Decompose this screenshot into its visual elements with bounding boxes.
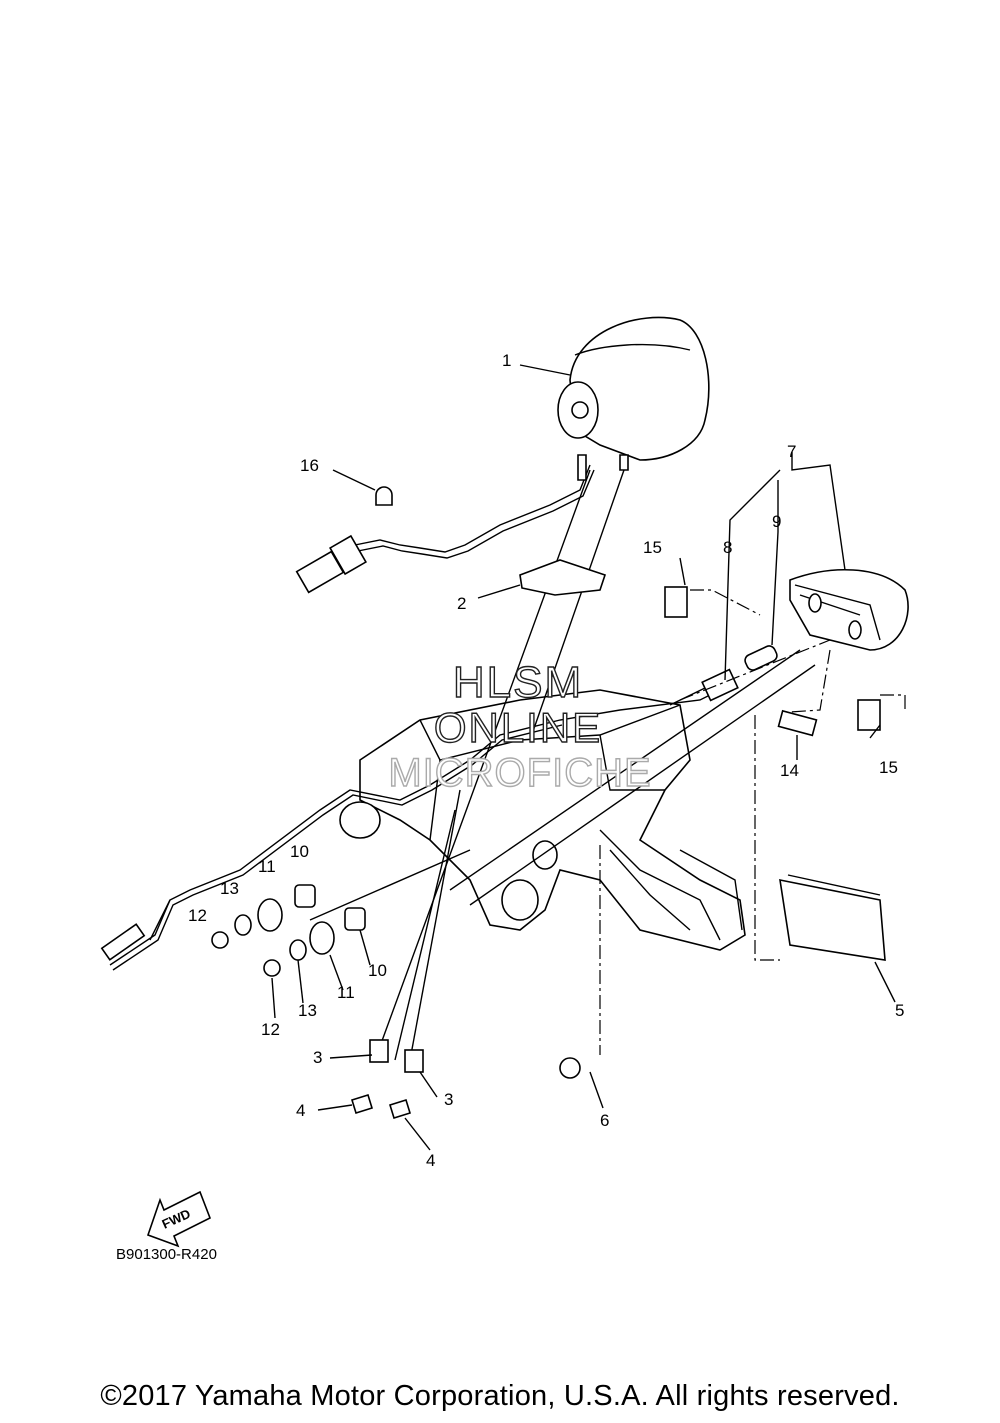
meter-assembly <box>557 316 710 481</box>
nut-4a <box>351 1093 373 1115</box>
tail-light-assembly <box>789 568 909 651</box>
callout-6: 6 <box>600 1111 609 1130</box>
callout-13a: 13 <box>220 879 239 898</box>
watermark: HLSM ONLINE MICROFICHE <box>388 657 652 795</box>
callout-2: 2 <box>457 594 466 613</box>
callout-12b: 12 <box>261 1020 280 1039</box>
callout-11a: 11 <box>258 857 276 876</box>
cushion-14 <box>777 709 818 737</box>
reference-code: B901300-R420 <box>116 1246 217 1263</box>
meter-bracket <box>519 559 607 596</box>
callout-14: 14 <box>780 761 799 780</box>
callout-7: 7 <box>787 442 796 461</box>
wire-clamp <box>375 486 393 506</box>
callout-9: 9 <box>772 512 781 531</box>
fwd-arrow: FWD <box>146 1190 212 1248</box>
callout-10b: 10 <box>368 961 387 980</box>
watermark-line-1: HLSM <box>453 658 583 707</box>
callout-3b: 3 <box>444 1090 453 1109</box>
callout-11b: 11 <box>337 983 355 1002</box>
callout-10a: 10 <box>290 842 309 861</box>
bulb <box>744 645 778 671</box>
harness-connector <box>100 923 146 961</box>
callout-5: 5 <box>895 1001 904 1020</box>
wire-lead <box>149 899 171 941</box>
license-light <box>779 878 886 961</box>
callout-12a: 12 <box>188 906 207 925</box>
callout-16: 16 <box>300 456 319 475</box>
nut-4b <box>389 1098 411 1120</box>
collar-3a <box>369 1039 389 1063</box>
callout-8: 8 <box>723 538 732 557</box>
callout-13b: 13 <box>298 1001 317 1020</box>
watermark-line-2: ONLINE <box>434 704 602 751</box>
callout-15b: 15 <box>879 758 898 777</box>
collar-3b <box>404 1049 424 1073</box>
callout-4b: 4 <box>426 1151 435 1170</box>
watermark-line-3: MICROFICHE <box>388 751 651 795</box>
callout-15a: 15 <box>643 538 662 557</box>
cushion-15b <box>857 699 881 731</box>
callout-3a: 3 <box>313 1048 322 1067</box>
grommet-stack-lower <box>263 907 366 977</box>
nut-6 <box>559 1057 581 1079</box>
cushion-15a <box>664 586 688 618</box>
copyright-notice: ©2017 Yamaha Motor Corporation, U.S.A. A… <box>100 1380 900 1412</box>
callout-1: 1 <box>502 351 511 370</box>
grommet-stack-upper <box>211 884 316 949</box>
callout-4a: 4 <box>296 1101 305 1120</box>
